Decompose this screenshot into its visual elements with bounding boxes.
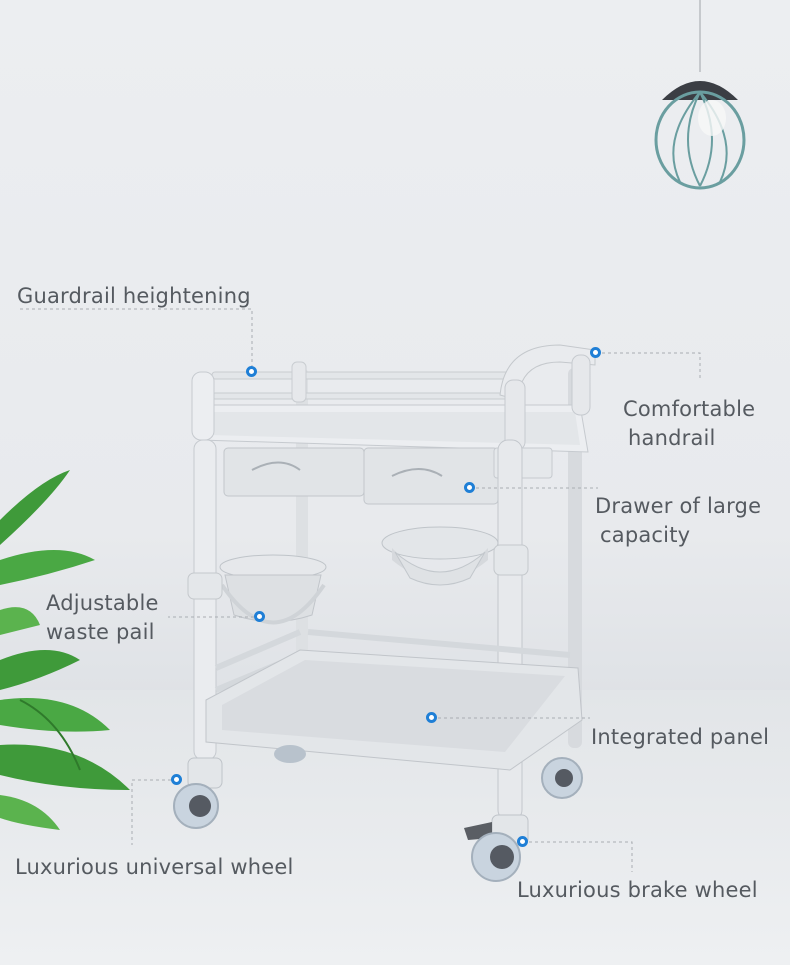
plant-icon <box>0 470 130 830</box>
leader-lines <box>20 308 701 872</box>
label-guardrail: Guardrail heightening <box>17 284 251 308</box>
label-integrated-panel: Integrated panel <box>591 725 770 749</box>
label-universal-wheel: Luxurious universal wheel <box>15 855 294 879</box>
label-handrail: Comfortable handrail <box>623 397 756 450</box>
guardrail-marker <box>246 366 257 377</box>
panel-marker <box>426 712 437 723</box>
universal-wheel-marker <box>171 774 182 785</box>
handrail-marker <box>590 347 601 358</box>
label-brake-wheel: Luxurious brake wheel <box>517 878 758 902</box>
brake-wheel-icon <box>464 814 529 882</box>
rear-wheel-icon <box>274 745 583 799</box>
pail-marker <box>254 611 265 622</box>
cart <box>173 344 596 882</box>
label-waste-pail: Adjustable waste pail <box>46 591 159 644</box>
label-drawer: Drawer of large capacity <box>595 494 762 547</box>
universal-wheel-icon <box>173 757 223 829</box>
brake-wheel-marker <box>517 836 528 847</box>
pendant-lamp-icon <box>654 0 746 190</box>
drawer-marker <box>464 482 475 493</box>
